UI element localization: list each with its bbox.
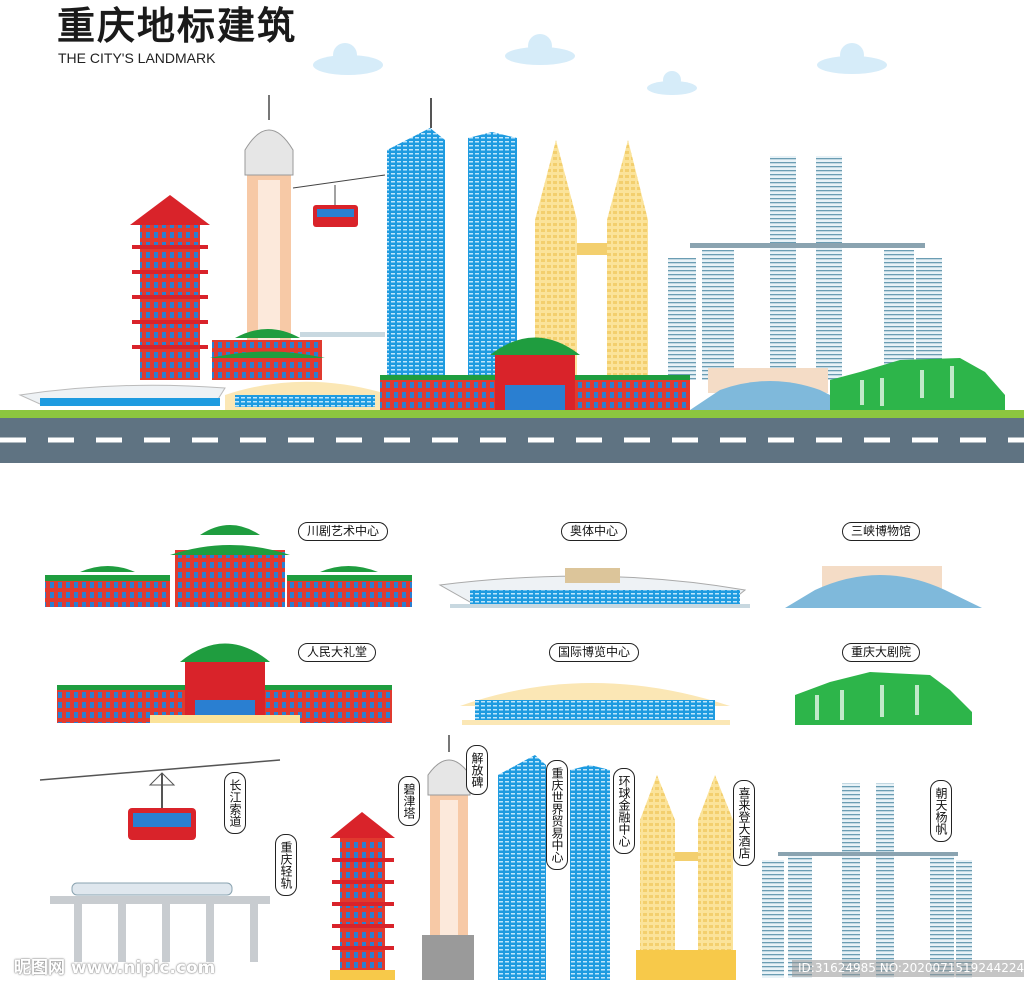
hall-drawing bbox=[57, 643, 392, 723]
page-subtitle: THE CITY'S LANDMARK bbox=[58, 50, 216, 66]
label-ifc: 环球金融中心 bbox=[613, 768, 635, 854]
skyline bbox=[18, 95, 1005, 412]
label-sheraton: 喜来登大酒店 bbox=[733, 780, 755, 866]
theatre-drawing bbox=[795, 672, 972, 725]
wtc-drawing bbox=[498, 755, 546, 980]
opera-top bbox=[210, 329, 325, 380]
label-three-gorges-museum: 三峡博物馆 bbox=[842, 522, 921, 541]
olympic-center-drawing bbox=[438, 568, 750, 608]
page-title: 重庆地标建筑 bbox=[57, 4, 298, 48]
label-liberation-monument: 解放碑 bbox=[466, 745, 488, 795]
cableway-drawing bbox=[39, 759, 281, 840]
light-rail-drawing bbox=[50, 882, 270, 962]
raffles-drawing bbox=[762, 783, 972, 978]
expo-top bbox=[225, 381, 380, 410]
grass-strip bbox=[0, 410, 1024, 418]
label-raffles-city: 朝天杨帆 bbox=[930, 780, 952, 842]
ifc-drawing bbox=[570, 765, 610, 980]
label-peoples-hall: 人民大礼堂 bbox=[298, 643, 377, 662]
label-grand-theatre: 重庆大剧院 bbox=[842, 643, 921, 662]
wtc-top bbox=[387, 98, 445, 380]
sheraton-top bbox=[535, 140, 648, 380]
museum-top bbox=[690, 368, 860, 410]
watermark-site: 昵图网 www.nipic.com bbox=[14, 958, 216, 978]
label-world-trade-center: 重庆世界贸易中心 bbox=[546, 760, 568, 870]
museum-drawing bbox=[785, 566, 982, 608]
label-light-rail: 重庆轻轨 bbox=[275, 834, 297, 896]
label-olympic-center: 奥体中心 bbox=[561, 522, 628, 541]
label-expo-center: 国际博览中心 bbox=[549, 643, 640, 662]
cable-car-top bbox=[292, 174, 386, 227]
opera-center-drawing bbox=[45, 525, 412, 607]
olympic-top bbox=[18, 384, 226, 406]
label-pagoda: 碧津塔 bbox=[398, 776, 420, 826]
label-cableway: 长江索道 bbox=[224, 772, 246, 834]
theatre-top bbox=[830, 358, 1005, 412]
expo-drawing bbox=[460, 683, 730, 725]
road bbox=[0, 418, 1024, 463]
monument-drawing bbox=[422, 735, 474, 980]
sheraton-drawing bbox=[636, 775, 736, 980]
raffles-towers-top bbox=[668, 156, 942, 380]
pagoda-top bbox=[130, 195, 210, 380]
light-rail-top bbox=[300, 332, 385, 337]
ifc-top bbox=[468, 132, 517, 380]
pagoda-drawing bbox=[330, 812, 395, 980]
label-opera-center: 川剧艺术中心 bbox=[298, 522, 389, 541]
hall-top bbox=[380, 337, 690, 410]
watermark-id: ID:31624985 NO:20200715192442240000 bbox=[792, 960, 1024, 977]
cloud-decoration bbox=[313, 34, 887, 95]
